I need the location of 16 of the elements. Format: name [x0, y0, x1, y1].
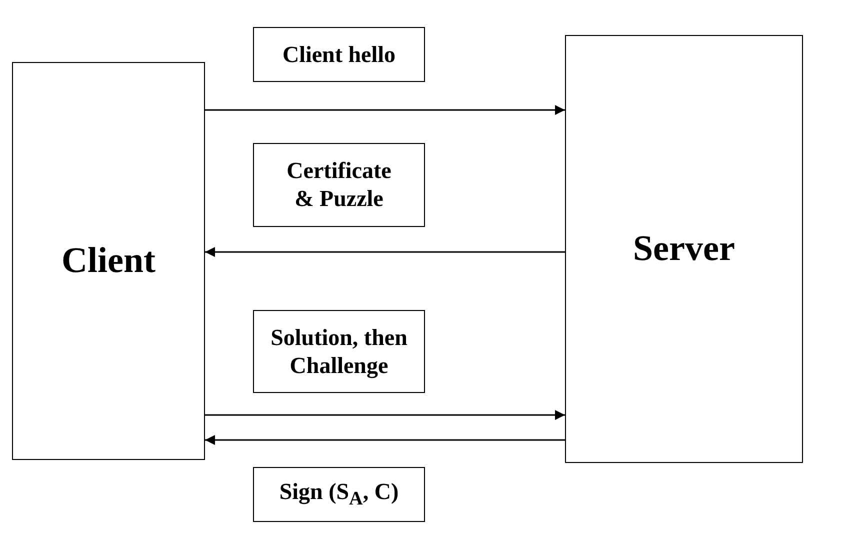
arrow [205, 435, 565, 445]
arrow [205, 105, 565, 115]
client-box [12, 62, 205, 460]
message-box [253, 143, 425, 227]
message-box [253, 310, 425, 393]
server-box [565, 35, 803, 463]
message-box [253, 27, 425, 82]
message-box [253, 467, 425, 522]
box-label: Certificate & Puzzle [286, 157, 392, 213]
box-label: Server [633, 227, 735, 270]
box-label: Client [62, 239, 156, 282]
arrow [205, 410, 565, 420]
box-label: Client hello [282, 40, 396, 68]
box-label: Sign (S$_{A}$, C) [279, 478, 399, 511]
arrow [205, 247, 565, 257]
box-label: Solution, then Challenge [270, 324, 408, 380]
